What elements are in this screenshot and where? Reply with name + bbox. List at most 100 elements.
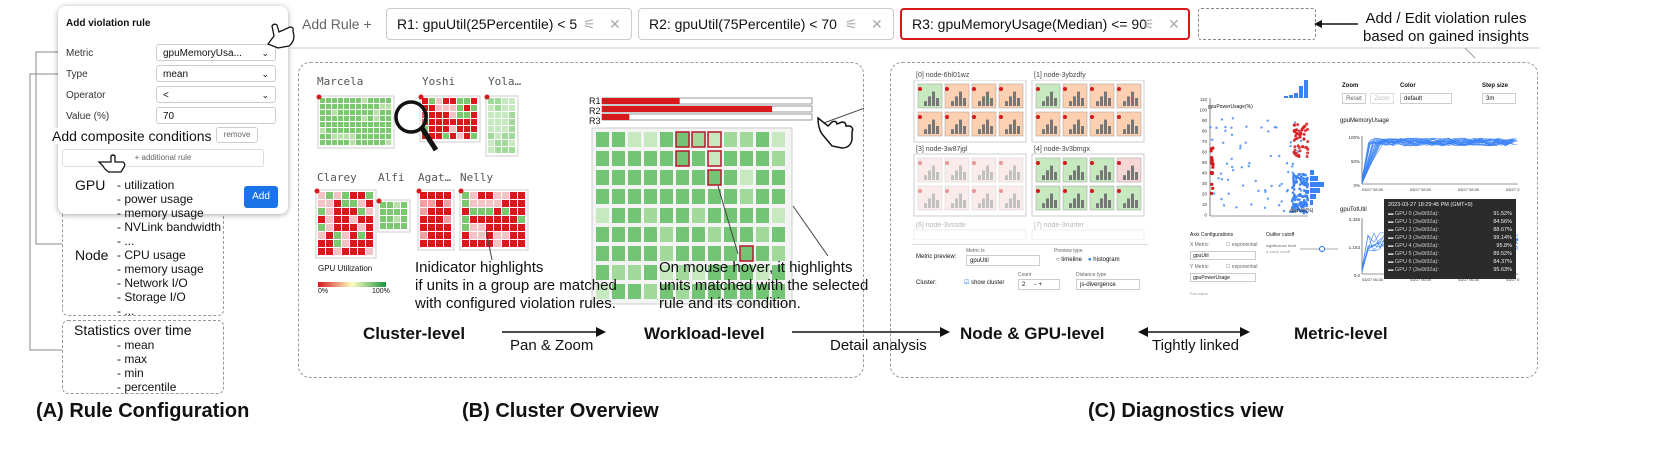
workload-gpu-cell: [644, 132, 657, 147]
empty-rule-slot[interactable]: [1198, 8, 1316, 40]
gpu-cell: [380, 134, 385, 139]
close-icon[interactable]: ✕: [1168, 16, 1180, 32]
gpu-cell: [436, 133, 442, 139]
node-grid[interactable]: [912, 80, 1152, 240]
type-select[interactable]: mean⌄: [156, 65, 276, 82]
histogram-bar: [1069, 101, 1072, 106]
metric-select[interactable]: gpuUtil: [966, 255, 1040, 266]
value-input[interactable]: 70: [156, 107, 276, 124]
additional-rule-button[interactable]: + additional rule: [62, 149, 264, 167]
add-rule-button[interactable]: Add Rule +: [302, 16, 372, 32]
close-icon[interactable]: ✕: [871, 16, 883, 32]
gpu-cell: [488, 119, 494, 125]
count-stepper[interactable]: 2− +: [1018, 279, 1060, 290]
workload-gpu-cell: [772, 284, 785, 299]
workload-gpu-cell: [756, 227, 769, 242]
gpu-cell: [509, 126, 515, 132]
indicator-pointer: [485, 229, 493, 261]
reset-button[interactable]: Reset: [1342, 93, 1366, 104]
histogram-bar: [955, 198, 958, 208]
scatter-point: [1291, 210, 1294, 213]
sliders-icon[interactable]: ⚟: [583, 16, 596, 32]
node-panel-faded: [1031, 229, 1145, 240]
workload-gpu-cell: [756, 132, 769, 147]
tooltip-row: ▬ GPU 4 (3w9i92a):95.8%: [1388, 243, 1512, 249]
close-icon[interactable]: ✕: [609, 16, 621, 32]
histogram-radio[interactable]: ● histogram: [1088, 257, 1120, 263]
workload-gpu-cell: [772, 246, 785, 261]
violation-indicator: [1090, 189, 1094, 193]
rule-tab-r1[interactable]: R1: gpuUtil(25Percentile) < 5 ⚟ ✕: [386, 8, 632, 40]
histogram-bar: [982, 198, 985, 208]
x-metric-select[interactable]: gpuUtil: [1190, 251, 1256, 260]
outlier-point: [1306, 151, 1310, 155]
histogram-bar: [986, 119, 989, 134]
gpu-cell: [401, 209, 407, 215]
workload-gpu-cell: [644, 170, 657, 185]
gpu-cell: [350, 200, 357, 207]
gpu-histogram: [1062, 111, 1088, 137]
operator-select[interactable]: <⌄: [156, 86, 276, 103]
gpu-cell: [386, 116, 391, 121]
gpu-cell: [358, 224, 365, 231]
gpu-cell: [338, 98, 343, 103]
timeline-radio[interactable]: ○ timeline: [1056, 257, 1082, 263]
zoom-button[interactable]: Zoom: [1370, 93, 1394, 104]
cluster-grid[interactable]: [298, 62, 864, 378]
color-select[interactable]: default: [1400, 93, 1452, 104]
gpu-cell: [470, 232, 477, 239]
gpu-cell: [488, 112, 494, 118]
violation-indicator: [999, 189, 1003, 193]
gpu-cell: [332, 110, 337, 115]
gpu-cell: [428, 200, 435, 207]
gpu-histogram: [998, 111, 1024, 137]
node-controls-divider: [912, 244, 1148, 245]
scatter-point: [1278, 184, 1281, 187]
scatter-point: [1278, 204, 1281, 207]
group-name: Marcela: [317, 75, 364, 88]
histogram-bar: [1127, 124, 1130, 134]
gpu-cell: [420, 240, 427, 247]
stats-title: Statistics over time: [74, 322, 192, 338]
violation-indicator: [918, 87, 922, 91]
rule-tab-r3[interactable]: R3: gpuMemoryUsage(Median) <= 90 ⚟ ✕: [900, 8, 1190, 40]
gpu-cell: [320, 140, 325, 145]
gpu-cell: [428, 192, 435, 199]
outlier-point: [1292, 130, 1296, 134]
scatter-point: [1254, 179, 1257, 183]
y-exponential-checkbox[interactable]: ☐ exponential: [1226, 264, 1258, 270]
step-size-select[interactable]: 3m: [1482, 93, 1516, 104]
histogram-bar: [1108, 200, 1111, 208]
workload-gpu-cell: [628, 246, 641, 261]
gpu-cell: [350, 98, 355, 103]
x-exponential-checkbox[interactable]: ☐ exponential: [1226, 242, 1258, 248]
rule-tab-r2[interactable]: R2: gpuUtil(75Percentile) < 70 ⚟ ✕: [638, 8, 894, 40]
gpu-cell: [386, 98, 391, 103]
workload-bar-fill: [602, 114, 630, 120]
add-button[interactable]: Add: [244, 186, 278, 208]
bar-label: R3: [589, 116, 601, 126]
gpu-cell: [488, 126, 494, 132]
sliders-icon[interactable]: ⚟: [1142, 16, 1155, 32]
significance-slider[interactable]: [1300, 245, 1340, 253]
histogram-bar: [1096, 203, 1099, 208]
y-metric-select[interactable]: gpuPowerUsage: [1190, 273, 1256, 282]
gpu-cell: [444, 224, 451, 231]
gpu-cell: [401, 216, 407, 222]
gpu-cell: [443, 126, 449, 132]
gpu-cell: [502, 105, 508, 111]
outlier-point: [1295, 128, 1299, 132]
node-item: - Network I/O: [117, 276, 188, 290]
histogram-bar: [1081, 98, 1084, 106]
metric-select[interactable]: gpuMemoryUsa...⌄: [156, 44, 276, 61]
show-cluster-checkbox[interactable]: ☑ show cluster: [964, 280, 1005, 286]
gpu-cell: [471, 98, 477, 104]
sliders-icon[interactable]: ⚟: [845, 16, 858, 32]
remove-button[interactable]: remove: [216, 127, 258, 143]
gpu-cell: [444, 216, 451, 223]
gpu-cell: [494, 216, 501, 223]
gpu-cell: [374, 98, 379, 103]
scatter-point: [1292, 188, 1296, 191]
distance-select[interactable]: js-divergence: [1076, 279, 1140, 290]
